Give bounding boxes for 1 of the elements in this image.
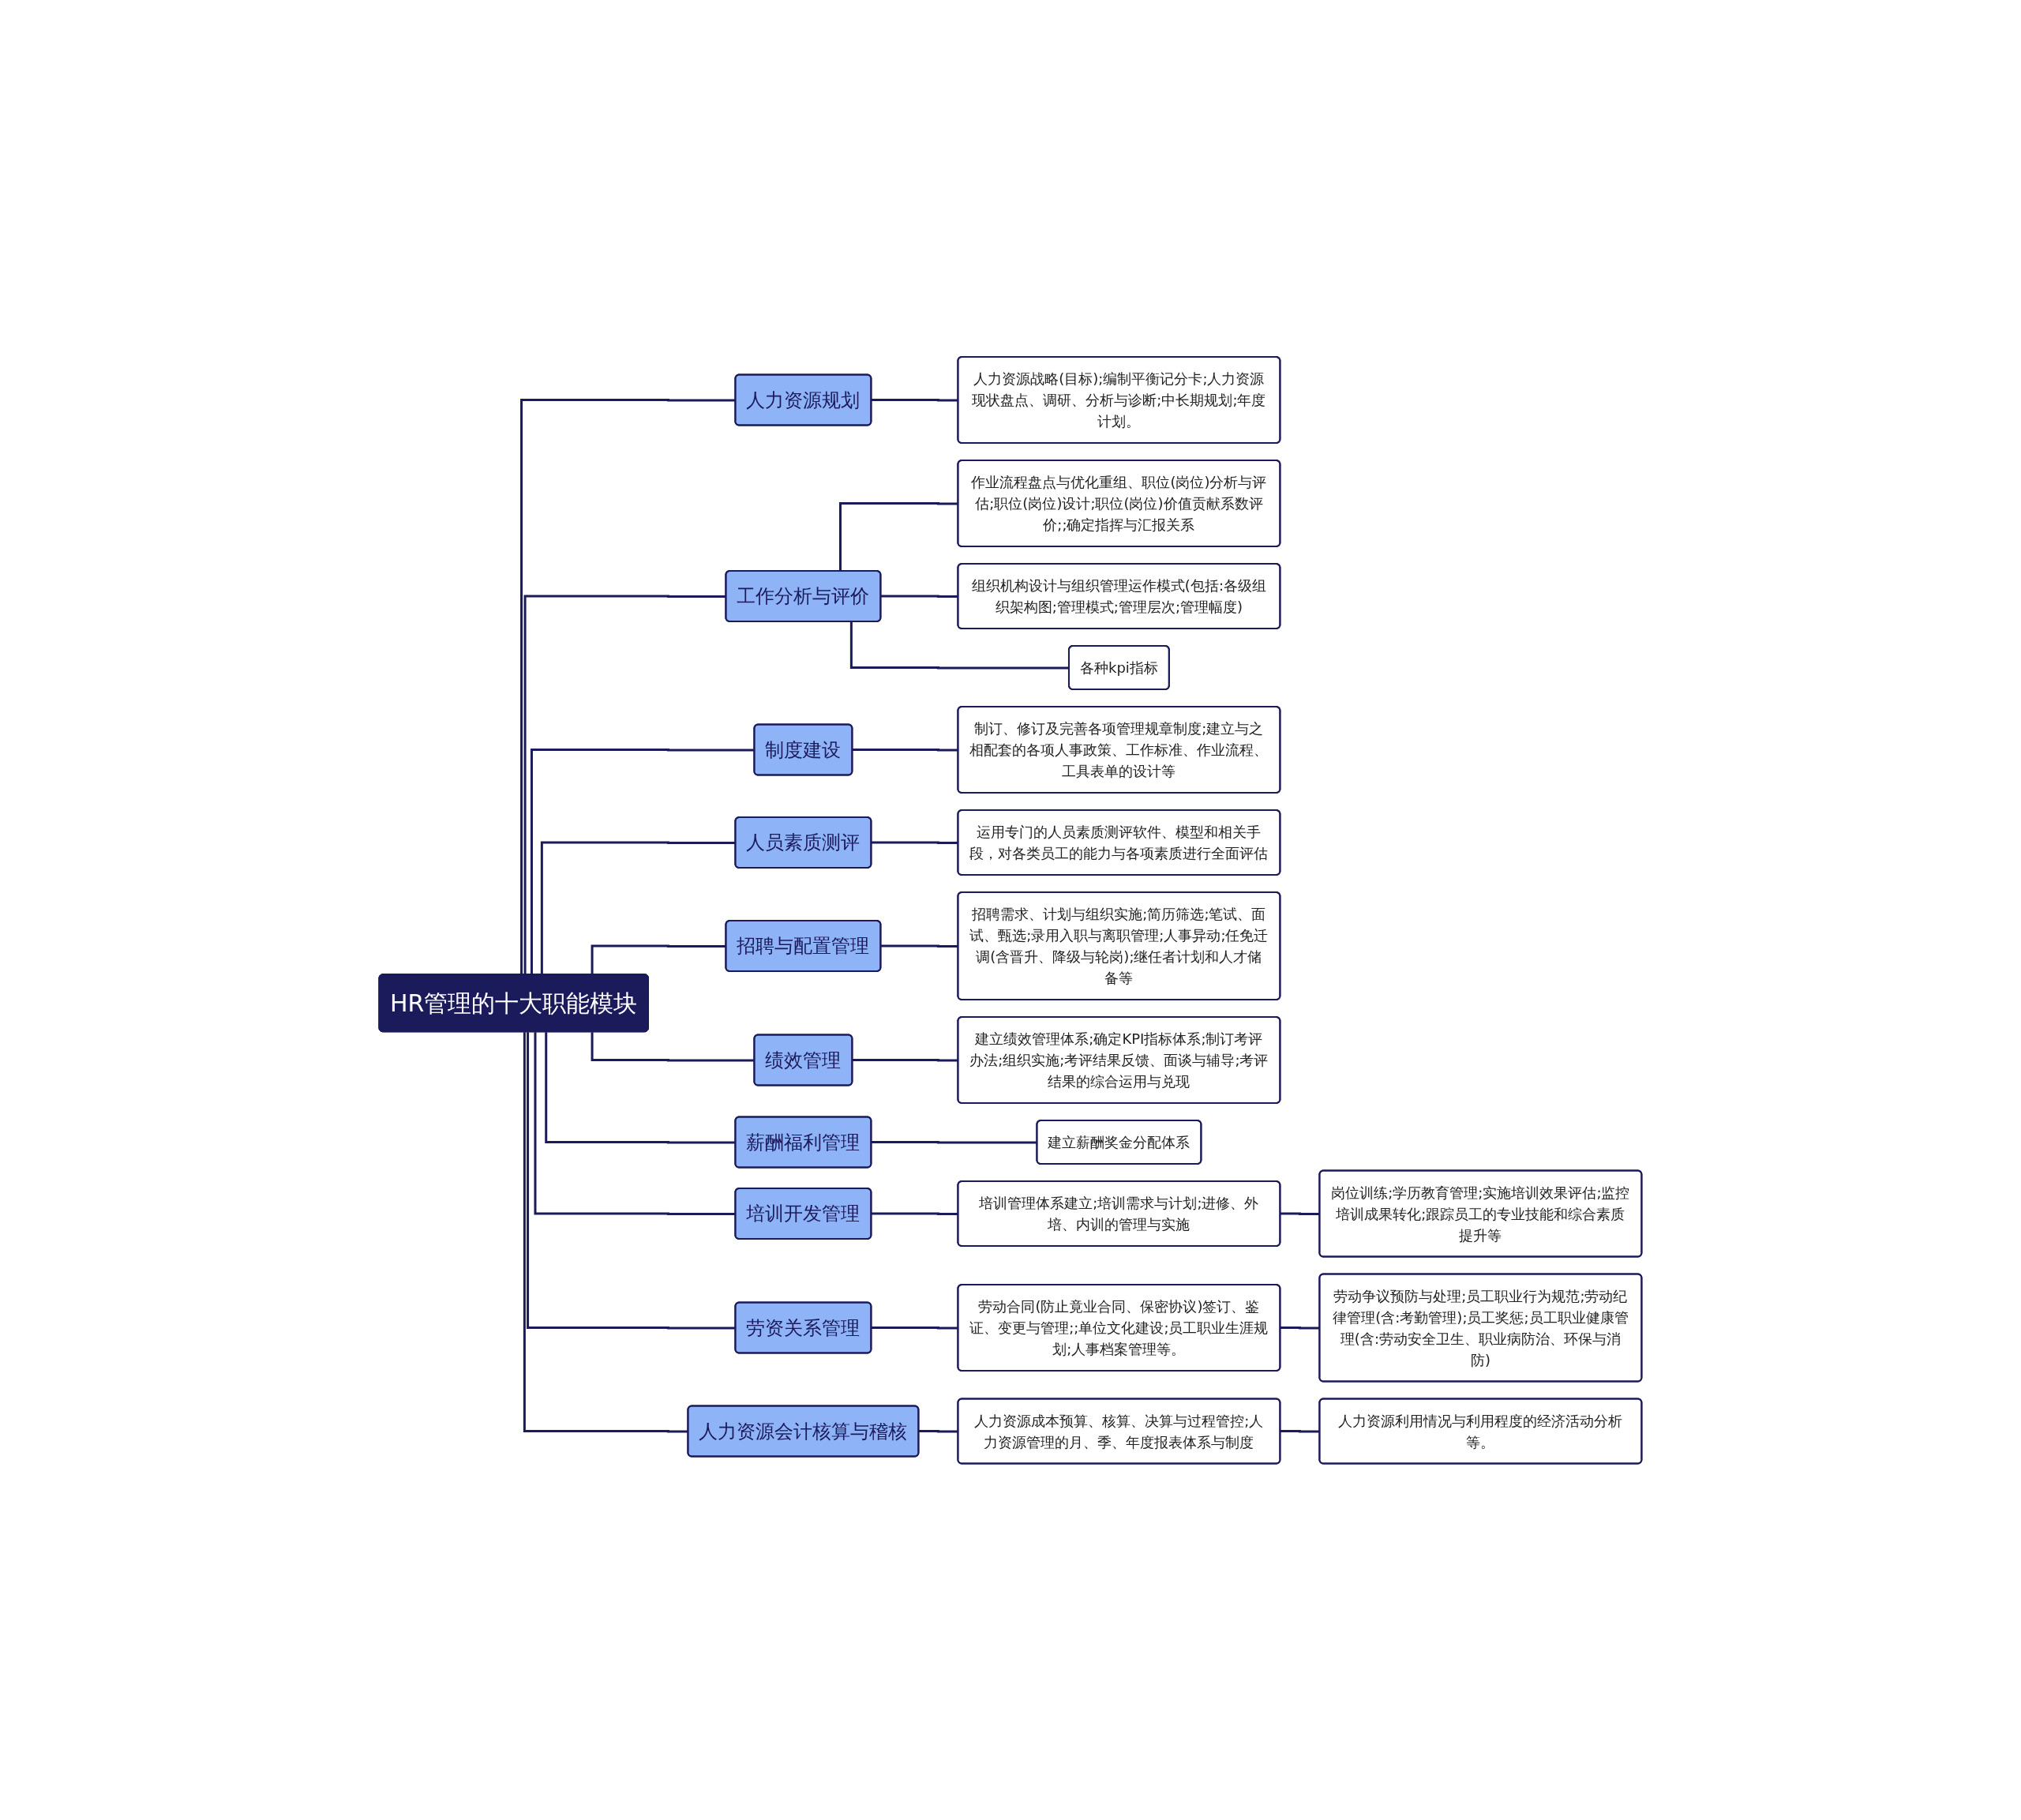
connector [850,621,1070,670]
